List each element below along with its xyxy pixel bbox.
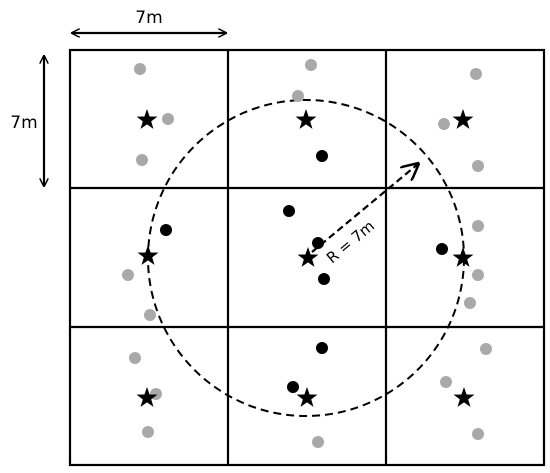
gray-point [136,154,148,166]
star-icon [452,247,474,267]
radius-arrow [311,164,418,253]
gray-point [472,269,484,281]
gray-point [438,118,450,130]
stars [136,109,475,407]
gray-point [162,113,174,125]
black-points [160,150,448,393]
star-icon [452,109,474,129]
gray-point [480,343,492,355]
star-icon [137,245,159,265]
gray-point [144,309,156,321]
black-point [318,273,330,285]
black-point [316,150,328,162]
gray-point [472,160,484,172]
star-icon [136,387,158,407]
black-point [283,205,295,217]
radius-label: R = 7m [323,217,378,267]
width-dimension-label: 7m [135,8,162,28]
black-point [316,342,328,354]
star-icon [297,247,319,267]
gray-point [142,426,154,438]
gray-point [305,59,317,71]
gray-point [312,436,324,448]
star-icon [136,109,158,129]
star-icon [296,387,318,407]
star-icon [295,109,317,129]
gray-point [464,297,476,309]
star-icon [453,387,475,407]
gray-point [472,428,484,440]
gray-point [292,90,304,102]
black-point [436,243,448,255]
gray-point [134,63,146,75]
gray-points [122,59,492,448]
black-point [312,237,324,249]
grid-outline [68,48,546,467]
gray-point [122,269,134,281]
black-point [160,224,172,236]
black-point [287,381,299,393]
gray-point [470,68,482,80]
gray-point [472,220,484,232]
height-dimension-label: 7m [10,113,37,133]
gray-point [129,352,141,364]
gray-point [440,376,452,388]
